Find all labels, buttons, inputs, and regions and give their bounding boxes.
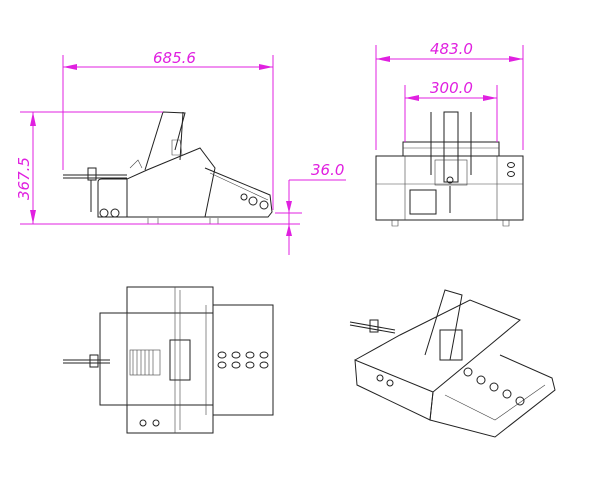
dimension-label: 483.0: [430, 40, 473, 58]
dimension-label: 685.6: [153, 49, 196, 67]
dimension-front-width: 483.0: [375, 40, 524, 150]
dimension-foot-offset: 36.0: [275, 161, 346, 255]
dimension-label: 36.0: [311, 161, 344, 179]
side-view: [63, 111, 273, 225]
dimension-side-height: 367.5: [15, 111, 300, 225]
isometric-view: [349, 289, 556, 438]
front-view: [375, 111, 524, 227]
dimension-side-length: 685.6: [62, 49, 274, 210]
dimension-label: 300.0: [430, 79, 473, 97]
dimension-label: 367.5: [15, 157, 33, 200]
dimension-front-inner-width: 300.0: [404, 79, 498, 142]
top-view: [63, 286, 274, 434]
